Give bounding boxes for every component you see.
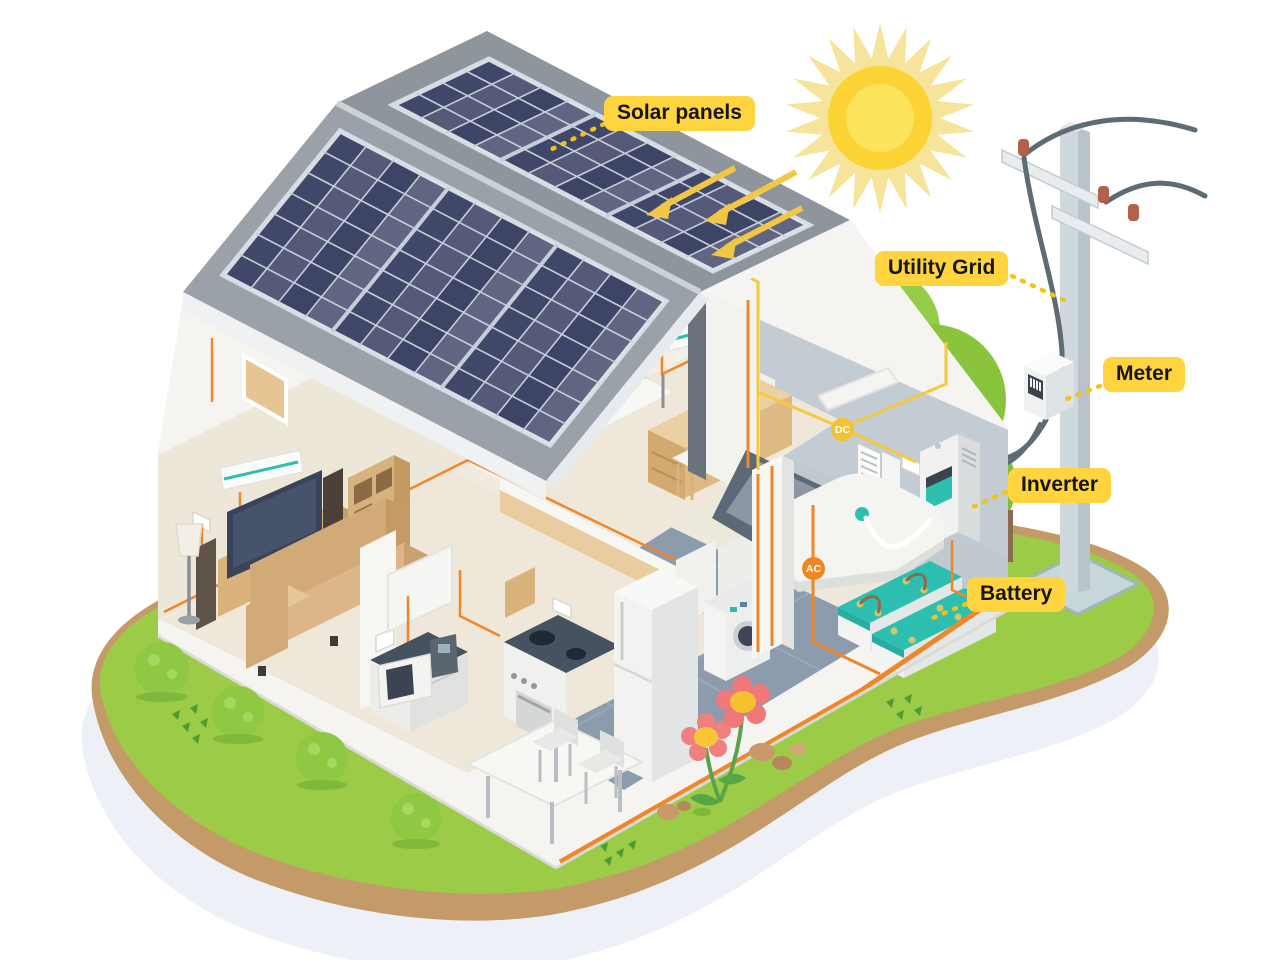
wall-outlet <box>552 596 572 620</box>
battery-jumper-cable <box>858 572 927 614</box>
ev-charging-cable <box>863 515 933 550</box>
inverter-side <box>958 434 980 542</box>
leader-battery <box>925 601 969 623</box>
insulator <box>1098 186 1109 203</box>
chair <box>578 730 624 804</box>
dc-badge: DC <box>831 418 854 441</box>
garden <box>135 642 922 866</box>
speaker <box>196 538 216 630</box>
sofa-foot <box>330 636 338 646</box>
living-ac-unit <box>219 449 304 491</box>
ac-badge: AC <box>802 557 825 580</box>
microwave <box>377 653 433 709</box>
service-drop-cable <box>1021 155 1065 395</box>
kitchen-wiring <box>458 570 501 638</box>
flower-bloom <box>716 676 770 728</box>
structure-cut-band <box>688 282 706 480</box>
solar-panel-array-back <box>387 56 815 274</box>
fridge <box>613 569 698 782</box>
sun <box>786 23 974 213</box>
rocks <box>657 743 806 820</box>
inverter-vents <box>961 447 977 468</box>
sun-core <box>846 84 914 152</box>
roof-eave-fascia <box>183 292 546 500</box>
ac-wiring <box>558 300 1008 865</box>
ceiling-duct <box>817 367 899 411</box>
base-edge <box>157 634 557 870</box>
desk-drawers <box>648 430 685 500</box>
flower-bloom <box>681 713 731 761</box>
cross-arm <box>1051 204 1149 266</box>
stove <box>504 615 620 747</box>
roof-ridge <box>335 100 702 295</box>
solar-panel-array-front <box>219 127 670 449</box>
label-solar-panels: Solar panels <box>604 96 755 132</box>
inverter-indicator <box>935 443 941 449</box>
range-hood <box>387 543 453 634</box>
label-battery: Battery <box>967 577 1066 613</box>
label-meter: Meter <box>1103 357 1186 393</box>
meter-box <box>1024 352 1074 420</box>
insulator <box>1128 204 1139 221</box>
wall-outlet <box>192 510 211 534</box>
flower-leaf <box>690 773 746 806</box>
meter-digits <box>1030 377 1041 392</box>
grass-tufts <box>172 694 922 866</box>
dining-table <box>465 718 645 844</box>
insulator <box>1018 139 1029 156</box>
upper-cabinet <box>505 567 535 618</box>
leader-inverter <box>963 489 1009 513</box>
flowers <box>681 676 770 806</box>
roof <box>183 31 858 500</box>
label-utility-grid: Utility Grid <box>875 251 1009 287</box>
label-leaders <box>543 121 1103 623</box>
meter-top <box>1024 352 1074 376</box>
power-line <box>1103 180 1208 205</box>
roof-back-soffit <box>700 220 858 299</box>
label-inverter: Inverter <box>1008 468 1112 504</box>
chair <box>532 708 578 782</box>
tv <box>227 470 322 579</box>
power-line <box>1021 116 1198 158</box>
sofa-foot <box>258 666 266 676</box>
flower-stem <box>704 717 744 803</box>
roof-gable-fascia <box>546 292 709 488</box>
bush <box>212 686 264 744</box>
bush <box>296 732 348 790</box>
bush <box>391 793 441 849</box>
leader-meter <box>1061 383 1103 403</box>
leader-utility-grid <box>1009 273 1071 305</box>
floor-lamp <box>175 523 203 625</box>
inverter-unit <box>920 434 980 550</box>
slab-band-white <box>500 478 708 594</box>
upstairs-window <box>242 352 288 426</box>
bush <box>135 642 189 702</box>
meter-side <box>1046 362 1074 420</box>
base-edge <box>555 608 1009 870</box>
coffee-maker <box>430 634 458 678</box>
leader-solar-panels <box>543 121 607 155</box>
sunlight-arrows <box>646 165 804 259</box>
